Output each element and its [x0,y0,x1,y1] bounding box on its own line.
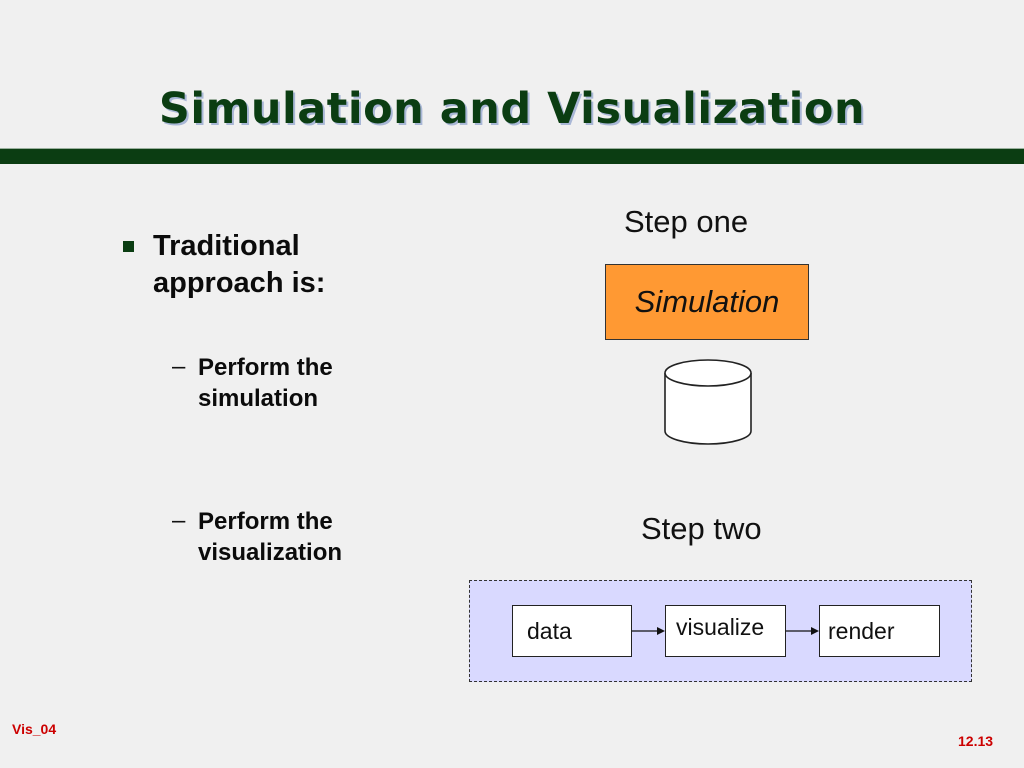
slide-number: 12.13 [958,733,994,749]
dash-icon: – [172,507,186,534]
pipeline-arrows [632,627,819,635]
step-one-label: Step one [624,204,749,239]
pipeline-visualize-box: visualize [665,605,786,657]
main-bullet-text: Traditional approach is: [153,230,326,299]
footer-left-label: Vis_04 [12,721,57,737]
title-rule [0,148,1024,164]
database-cylinder-icon [664,359,752,445]
step-two-label: Step two [641,511,762,546]
simulation-box: Simulation [605,264,809,340]
arrow-head-icon [657,627,665,635]
pipeline-container: data visualize render [469,580,972,682]
pipeline-render-box: render [819,605,940,657]
subbullet-visualization: Perform the visualization [198,508,343,566]
slide-title: Simulation and Visualization [158,84,866,134]
subbullet-simulation: Perform the simulation [198,354,333,412]
arrow-head-icon [811,627,819,635]
pipeline-data-box: data [512,605,632,657]
bullet-square-icon [123,241,134,252]
dash-icon: – [172,353,186,380]
